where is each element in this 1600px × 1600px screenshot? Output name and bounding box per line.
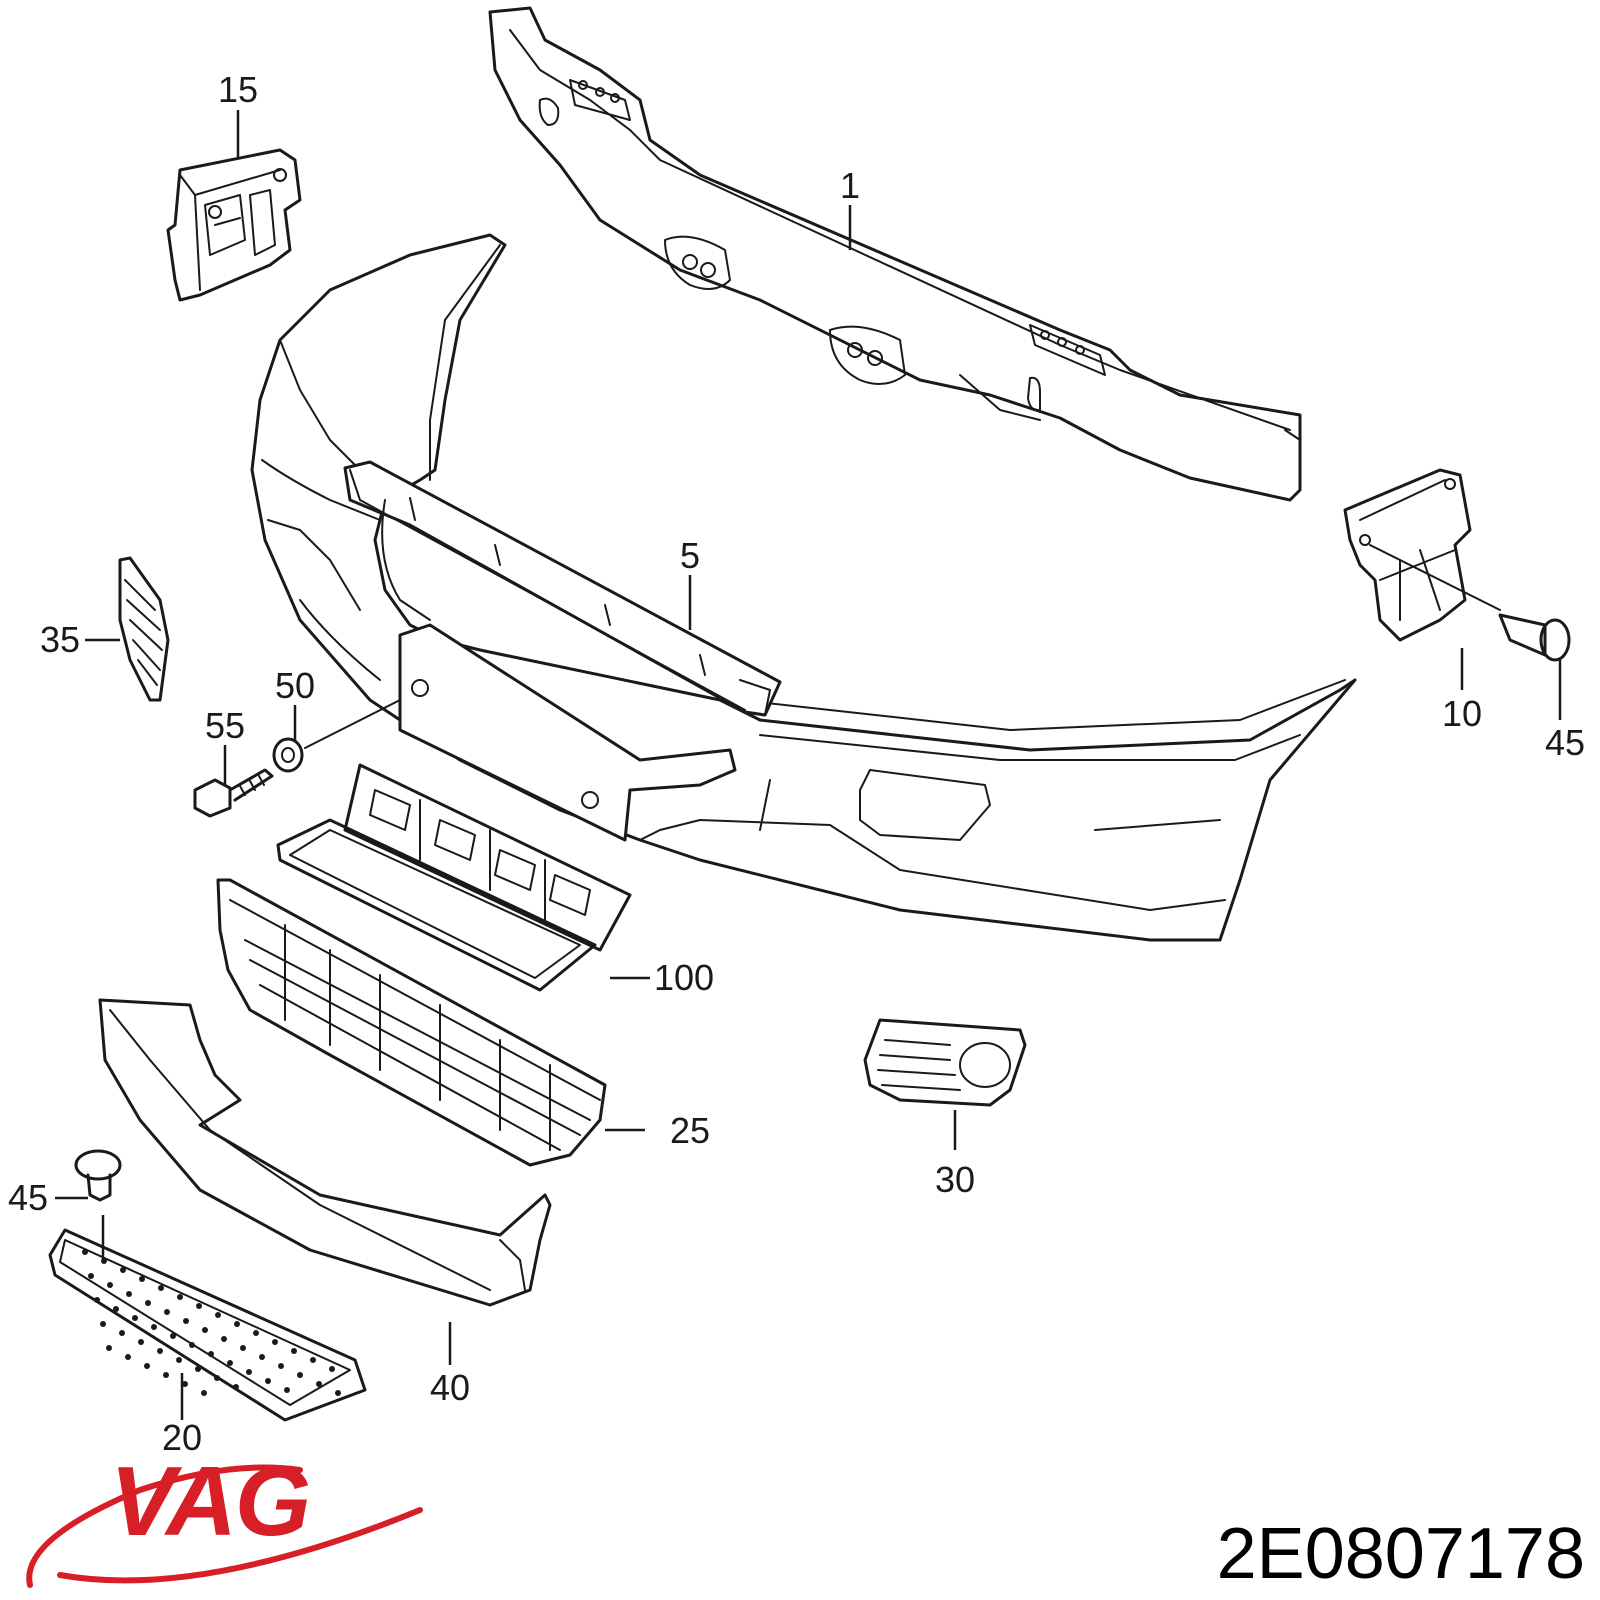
perforation-dot — [126, 1291, 132, 1297]
perforation-dot — [164, 1309, 170, 1315]
callout-55: 55 — [205, 705, 245, 746]
perforation-dot — [163, 1372, 169, 1378]
callout-1: 1 — [840, 165, 860, 206]
bumper-cover — [250, 233, 1357, 942]
perforation-dot — [310, 1357, 316, 1363]
callout-10: 10 — [1442, 693, 1482, 734]
perforation-dot — [151, 1324, 157, 1330]
perforation-dot — [214, 1375, 220, 1381]
perforation-dot — [139, 1276, 145, 1282]
perforation-dot — [329, 1366, 335, 1372]
perforation-dot — [157, 1348, 163, 1354]
part-1-reinforcement-beam — [488, 6, 1302, 502]
perforation-dot — [119, 1330, 125, 1336]
vag-logo-icon: VAG — [26, 1446, 423, 1588]
callout-30: 30 — [935, 1159, 975, 1200]
perforation-dot — [265, 1378, 271, 1384]
perforation-dot — [106, 1345, 112, 1351]
part-10-right-bracket — [1343, 468, 1501, 642]
part-50-washer — [272, 699, 401, 773]
callout-40: 40 — [430, 1367, 470, 1408]
perforation-dots — [82, 1249, 341, 1396]
perforation-dot — [120, 1267, 126, 1273]
part-40-lower-spoiler — [98, 998, 552, 1307]
part-number: 2E0807178 — [1217, 1514, 1585, 1594]
callout-45-right: 45 — [1545, 722, 1585, 763]
perforation-dot — [246, 1369, 252, 1375]
perforation-dot — [132, 1315, 138, 1321]
callout-100: 100 — [654, 957, 714, 998]
part-20-perforated-cover — [48, 1228, 367, 1422]
perforation-dot — [201, 1390, 207, 1396]
perforation-dot — [176, 1357, 182, 1363]
part-25-center-grille — [216, 878, 607, 1167]
perforation-dot — [240, 1345, 246, 1351]
perforation-dot — [196, 1303, 202, 1309]
callout-labels: 15 1 5 35 50 55 100 25 30 10 45 45 40 20 — [8, 69, 1585, 1458]
callout-50: 50 — [275, 665, 315, 706]
part-100-license-plate-holder — [276, 763, 632, 992]
perforation-dot — [88, 1273, 94, 1279]
perforation-dot — [182, 1381, 188, 1387]
part-45-left-screw — [74, 1149, 122, 1202]
perforation-dot — [221, 1336, 227, 1342]
perforation-dot — [189, 1342, 195, 1348]
perforation-dot — [158, 1285, 164, 1291]
perforation-dot — [208, 1351, 214, 1357]
perforation-dot — [138, 1339, 144, 1345]
perforation-dot — [278, 1363, 284, 1369]
callout-45-left: 45 — [8, 1177, 48, 1218]
perforation-dot — [94, 1297, 100, 1303]
perforation-dot — [170, 1333, 176, 1339]
perforation-dot — [82, 1249, 88, 1255]
part-30-fog-lamp-grille — [863, 1018, 1027, 1107]
part-5-mounting-strip — [343, 460, 782, 717]
callout-15: 15 — [218, 69, 258, 110]
perforation-dot — [202, 1327, 208, 1333]
perforation-dot — [113, 1306, 119, 1312]
perforation-dot — [233, 1384, 239, 1390]
perforation-dot — [215, 1312, 221, 1318]
perforation-dot — [100, 1321, 106, 1327]
brand-name: VAG — [110, 1446, 309, 1556]
perforation-dot — [195, 1366, 201, 1372]
perforation-dot — [259, 1354, 265, 1360]
perforation-dot — [291, 1348, 297, 1354]
perforation-dot — [145, 1300, 151, 1306]
perforation-dot — [297, 1372, 303, 1378]
part-15-left-bracket — [166, 148, 302, 302]
perforation-dot — [125, 1354, 131, 1360]
perforation-dot — [107, 1282, 113, 1288]
perforation-dot — [234, 1321, 240, 1327]
perforation-dot — [284, 1387, 290, 1393]
license-plate-panel — [398, 623, 737, 842]
part-55-bolt — [193, 768, 274, 818]
leader-lines — [55, 110, 1562, 1420]
part-45-right-screw — [1498, 613, 1571, 662]
perforation-dot — [272, 1339, 278, 1345]
perforation-dot — [177, 1294, 183, 1300]
perforation-dot — [144, 1363, 150, 1369]
perforation-dot — [335, 1390, 341, 1396]
perforation-dot — [316, 1381, 322, 1387]
part-35-side-grille — [118, 556, 170, 702]
callout-5: 5 — [680, 535, 700, 576]
callout-35: 35 — [40, 619, 80, 660]
perforation-dot — [227, 1360, 233, 1366]
callout-25: 25 — [670, 1110, 710, 1151]
perforation-dot — [183, 1318, 189, 1324]
perforation-dot — [253, 1330, 259, 1336]
callout-20: 20 — [162, 1417, 202, 1458]
